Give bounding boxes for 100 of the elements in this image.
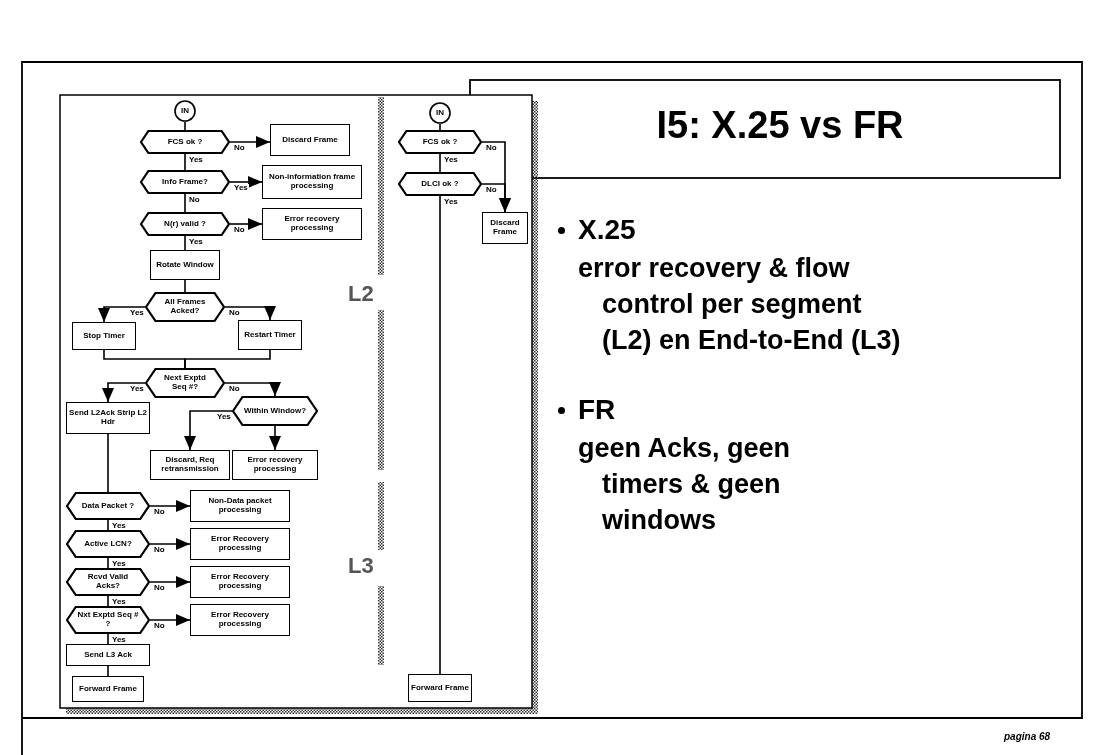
node-label: Non-information frame processing — [267, 173, 357, 191]
edge-label: No — [485, 186, 498, 194]
node-label: Nxt Exptd Seq # ? — [76, 611, 140, 629]
node-label: Info Frame? — [161, 177, 209, 187]
flow-arrow — [102, 382, 146, 403]
flow-line — [439, 195, 441, 675]
process-box — [150, 250, 220, 280]
decision-hexagon — [398, 172, 482, 196]
decision-hexagon — [232, 396, 318, 426]
flow-arrow — [269, 425, 281, 451]
flow-arrow — [224, 306, 276, 321]
node-label: Send L2Ack Strip L2 Hdr — [68, 409, 148, 427]
flow-arrow — [229, 176, 263, 188]
process-box — [72, 676, 144, 702]
flow-arrow — [184, 410, 233, 451]
edge-label: Yes — [188, 238, 204, 246]
edge-label: No — [233, 144, 246, 152]
node-label: Rcvd Valid Acks? — [86, 573, 130, 591]
bullet-text: FR — [578, 393, 616, 427]
process-box — [150, 450, 230, 480]
flow-line — [184, 121, 186, 131]
flow-arrow — [224, 382, 281, 397]
edge-label: Yes — [111, 598, 127, 606]
flow-arrow — [481, 183, 511, 213]
decision-hexagon — [145, 292, 225, 322]
flow-arrow — [149, 576, 191, 588]
node-label: Error Recovery processing — [210, 535, 270, 553]
bullet-body: geen Acks, geen timers & geen windows — [578, 432, 792, 537]
decision-hexagon — [66, 492, 150, 520]
edge-label: No — [228, 309, 241, 317]
edge-label: No — [228, 385, 241, 393]
node-label: Error recovery processing — [283, 215, 341, 233]
flow-arrow — [149, 538, 191, 550]
process-box — [408, 674, 472, 702]
page-number: pagina 68 — [1004, 731, 1051, 743]
edge-label: Yes — [233, 184, 249, 192]
node-label: FCS ok ? — [166, 137, 204, 147]
node-label: Active LCN? — [83, 539, 133, 549]
start-label: IN — [435, 108, 445, 118]
process-box — [270, 124, 350, 156]
flow-line — [184, 193, 186, 213]
decision-hexagon — [66, 606, 150, 634]
node-label: Next Exptd Seq #? — [163, 374, 207, 392]
bullet-text: X.25 — [578, 213, 636, 247]
node-label: Discard Frame — [489, 219, 521, 237]
start-label: IN — [180, 106, 190, 116]
process-box — [190, 604, 290, 636]
process-box — [190, 566, 290, 598]
node-label: All Frames Acked? — [163, 298, 207, 316]
flow-line — [184, 153, 186, 171]
process-box — [262, 165, 362, 199]
flow-line — [439, 123, 441, 131]
process-box — [232, 450, 318, 480]
decision-hexagon — [66, 568, 150, 596]
edge-label: Yes — [443, 198, 459, 206]
flow-line — [184, 235, 186, 251]
node-label: Non-Data packet processing — [207, 497, 273, 515]
flow-line — [107, 633, 109, 645]
bullet-body: error recovery & flow control per segment (L2) en End-to-End (L3) — [578, 252, 902, 357]
process-box — [72, 322, 136, 350]
edge-label: Yes — [111, 522, 127, 530]
node-label: Error Recovery processing — [210, 611, 270, 629]
edge-label: No — [153, 546, 166, 554]
flow-line — [107, 595, 109, 607]
decision-hexagon — [140, 212, 230, 236]
decision-hexagon — [66, 530, 150, 558]
decision-hexagon — [140, 170, 230, 194]
decision-hexagon — [145, 368, 225, 398]
flow-line — [184, 349, 271, 369]
process-box — [190, 490, 290, 522]
edge-label: No — [153, 508, 166, 516]
edge-label: Yes — [188, 156, 204, 164]
decision-hexagon — [140, 130, 230, 154]
node-label: Discard Frame — [281, 135, 339, 145]
edge-label: Yes — [111, 636, 127, 644]
edge-label: Yes — [216, 413, 232, 421]
process-box — [238, 320, 302, 350]
flow-line — [107, 519, 109, 531]
flow-arrow — [229, 218, 263, 230]
process-box — [66, 644, 150, 666]
edge-label: No — [233, 226, 246, 234]
edge-label: Yes — [129, 309, 145, 317]
edge-label: No — [188, 196, 201, 204]
process-box — [482, 212, 528, 244]
edge-label: Yes — [111, 560, 127, 568]
process-box — [262, 208, 362, 240]
node-label: Rotate Window — [155, 260, 215, 270]
flow-line — [107, 433, 109, 493]
edge-label: Yes — [443, 156, 459, 164]
flow-arrow — [149, 500, 191, 512]
node-label: FCS ok ? — [421, 137, 459, 147]
node-label: Data Packet ? — [80, 501, 136, 511]
node-label: N(r) valid ? — [163, 219, 207, 229]
node-label: Forward Frame — [78, 684, 138, 694]
node-label: Within Window? — [242, 406, 308, 416]
flow-line — [439, 153, 441, 173]
node-label: Forward Frame — [410, 683, 470, 693]
node-label: Error Recovery processing — [210, 573, 270, 591]
flow-arrow — [149, 614, 191, 626]
layer-label: L3 — [348, 552, 374, 580]
